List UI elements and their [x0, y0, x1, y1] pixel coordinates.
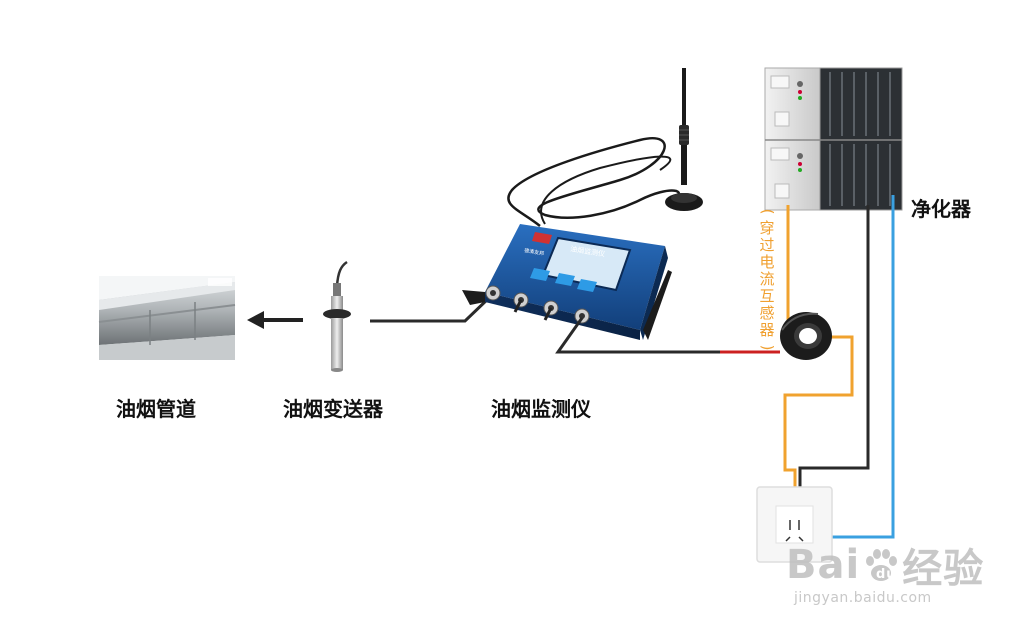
- watermark-url: jingyan.baidu.com: [794, 590, 932, 606]
- monitor-panel-brand: 德清友邦: [524, 247, 545, 257]
- ct-label-char: 互: [759, 287, 775, 305]
- ct-label-char: 流: [759, 270, 775, 288]
- current-transformer-icon: [780, 312, 832, 360]
- blue-wire: [808, 195, 895, 539]
- antenna-icon: [507, 68, 703, 227]
- duct-image: [98, 276, 236, 360]
- baidu-watermark: Bai du 经验 jingyan.baidu.com: [786, 536, 986, 606]
- orange-wire-bottom: [783, 335, 854, 530]
- transmitter-probe: [323, 260, 351, 372]
- black-wire: [798, 205, 870, 530]
- ct-label-char: ): [758, 344, 777, 351]
- duct-label: 油烟管道: [116, 397, 196, 421]
- svg-text:du: du: [876, 567, 897, 582]
- watermark-text-b: 经验: [902, 546, 985, 592]
- monitor-device: 油烟监测仪 德清友邦: [462, 224, 672, 340]
- monitor-label: 油烟监测仪: [491, 397, 591, 421]
- power-socket-icon: [756, 486, 833, 563]
- ct-label-char: (: [758, 208, 777, 215]
- ct-wire: [555, 317, 720, 354]
- watermark-text-a: Bai: [786, 542, 861, 588]
- purifier-image: [764, 67, 903, 211]
- arrow-left-icon: [247, 311, 303, 329]
- signal-wire: [370, 295, 492, 323]
- ct-label-char: 器: [759, 321, 775, 339]
- transmitter-label: 油烟变送器: [283, 397, 383, 421]
- ct-label-char: 过: [759, 236, 775, 254]
- ct-sensor-label: ( 穿 过 电 流 互 感 器 ): [757, 203, 777, 356]
- purifier-label: 净化器: [911, 197, 971, 221]
- ct-label-char: 穿: [759, 219, 775, 237]
- ct-label-char: 电: [759, 253, 775, 271]
- ct-label-char: 感: [759, 304, 775, 322]
- baidu-paw-icon: du: [866, 549, 898, 582]
